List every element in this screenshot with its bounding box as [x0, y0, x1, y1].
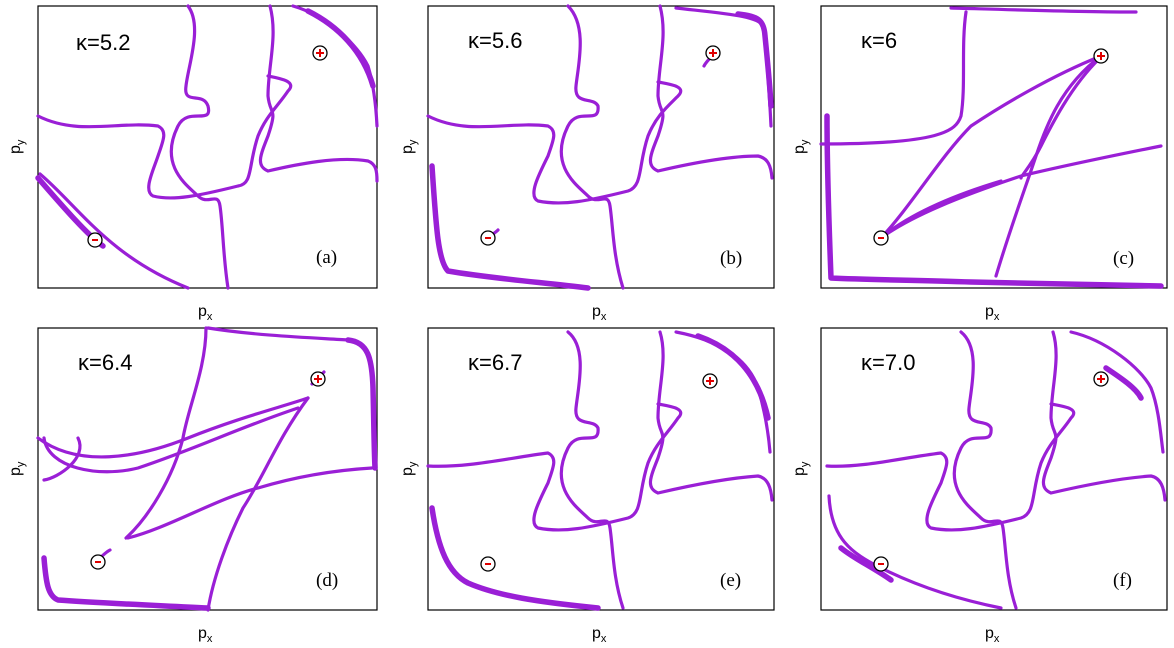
minus-in-circle-icon: [873, 230, 889, 246]
kappa-label: κ=6: [861, 28, 897, 53]
panel-e: κ=6.7 (e): [426, 327, 775, 611]
kappa-label: κ=5.6: [468, 28, 522, 53]
panel-tag: (a): [316, 247, 337, 268]
panel-c: κ=6 (c): [819, 5, 1168, 289]
curve-set: [35, 4, 379, 290]
x-axis-label: px: [198, 625, 213, 645]
minus-in-circle-icon: [87, 232, 103, 248]
plus-in-circle-icon: [705, 45, 721, 61]
plus-in-circle-icon: [310, 371, 326, 387]
y-axis-label: py: [791, 461, 811, 476]
panel-b: κ=5.6 (b): [426, 4, 775, 291]
kappa-label: κ=7.0: [861, 350, 915, 375]
panel-tag: (c): [1113, 248, 1134, 269]
x-axis-label: px: [198, 303, 213, 323]
x-axis-label: px: [985, 625, 1000, 645]
x-axis-label: px: [592, 303, 607, 323]
minus-in-circle-icon: [480, 556, 496, 572]
minus-in-circle-icon: [873, 556, 889, 572]
plus-in-circle-icon: [1093, 371, 1109, 387]
panel-d: κ=6.4 (d): [36, 326, 378, 612]
plus-in-circle-icon: [312, 45, 328, 61]
curve-set: [36, 326, 378, 612]
x-axis-label: px: [592, 625, 607, 645]
kappa-label: κ=6.4: [78, 350, 132, 375]
panel-tag: (d): [316, 570, 338, 591]
y-axis-label: py: [399, 461, 419, 476]
y-axis-label: py: [399, 139, 419, 154]
y-axis-label: py: [7, 139, 27, 154]
y-axis-label: py: [7, 461, 27, 476]
panel-frame: [820, 5, 1168, 289]
y-axis-label: py: [791, 139, 811, 154]
panel-tag: (b): [720, 248, 742, 269]
plus-in-circle-icon: [1093, 48, 1109, 64]
minus-in-circle-icon: [480, 230, 496, 246]
panel-tag: (f): [1113, 570, 1132, 591]
panel-f: κ=7.0 (f): [820, 327, 1168, 611]
panel-tag: (e): [720, 570, 741, 591]
plus-in-circle-icon: [702, 373, 718, 389]
curve-set: [819, 6, 1164, 289]
curve-set: [426, 4, 774, 291]
x-axis-label: px: [985, 303, 1000, 323]
kappa-label: κ=5.2: [76, 30, 130, 55]
curve-set: [426, 330, 774, 611]
panel-a: κ=5.2 (a): [35, 4, 379, 290]
minus-in-circle-icon: [90, 554, 106, 570]
kappa-label: κ=6.7: [468, 350, 522, 375]
